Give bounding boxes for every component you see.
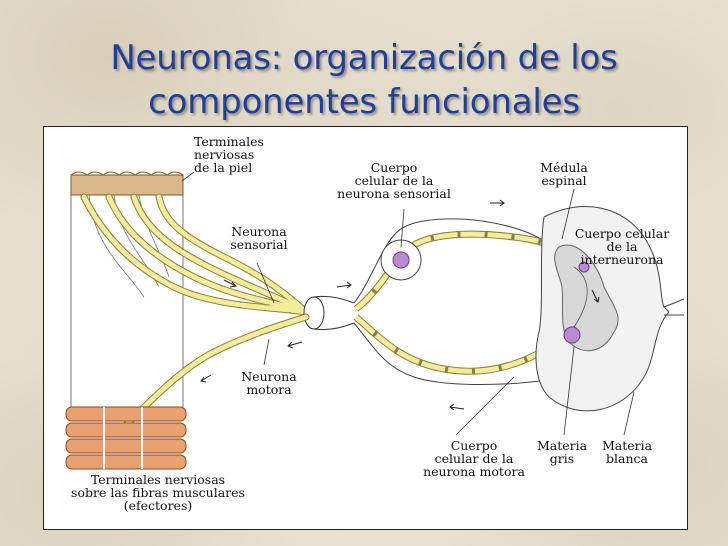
label-skin-terminals: Terminales nerviosas de la piel [194, 135, 264, 174]
reflex-arc-diagram: Terminales nerviosas de la piel Neurona … [43, 126, 688, 530]
label-sensory-cell-body: Cuerpo celular de la neurona sensorial [329, 161, 459, 200]
label-spinal-cord: Médula espinal [524, 161, 604, 187]
title-line-1: Neuronas: organización de los [0, 36, 728, 80]
label-sensory-neuron: Neurona sensorial [224, 225, 294, 251]
label-gray-matter: Materia gris [532, 439, 592, 465]
slide-title: Neuronas: organización de los componente… [0, 36, 728, 124]
label-white-matter: Materia blanca [597, 439, 657, 465]
label-interneuron-cell-body: Cuerpo celular de la interneurona [567, 227, 677, 266]
label-motor-cell-body: Cuerpo celular de la neurona motora [414, 439, 534, 478]
motor-path [356, 317, 564, 371]
label-motor-neuron: Neurona motora [229, 370, 309, 396]
label-muscle-terminals: Terminales nerviosas sobre las fibras mu… [58, 473, 258, 512]
title-line-2: componentes funcionales [0, 80, 728, 124]
muscle-illustration [66, 407, 186, 469]
